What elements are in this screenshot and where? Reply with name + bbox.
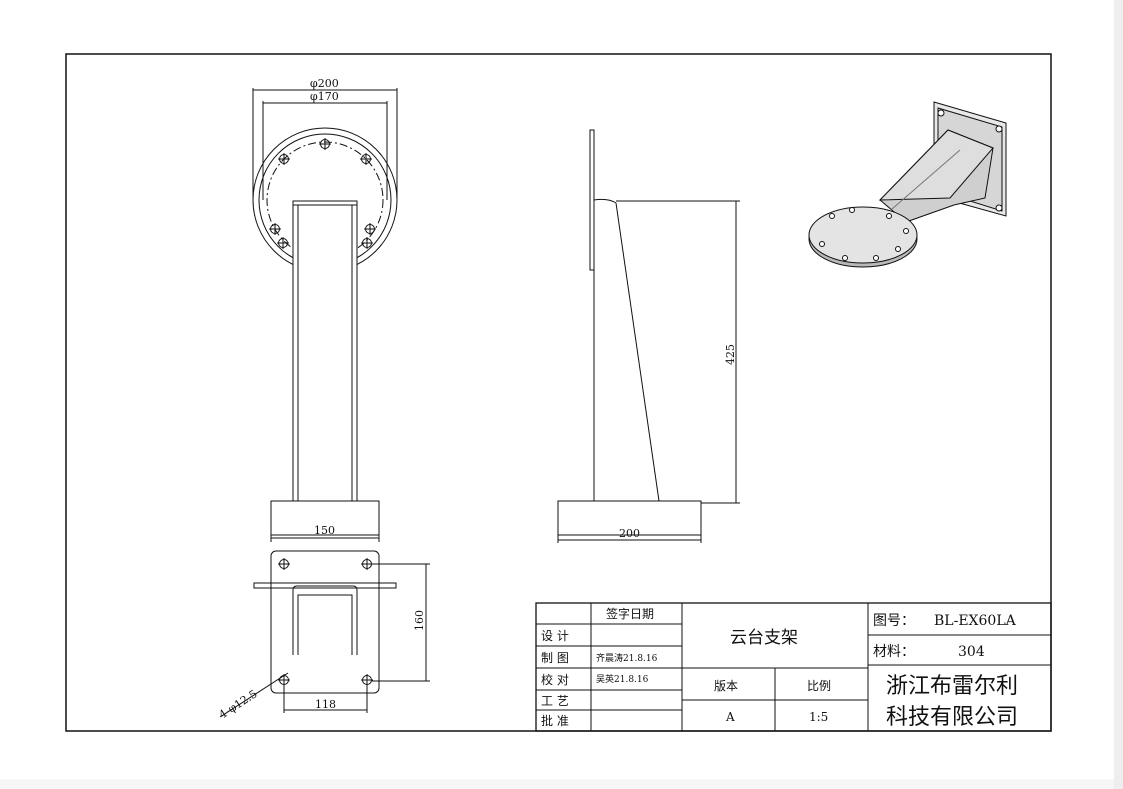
technical-drawing: φ200 φ170 150 425 200 bbox=[65, 53, 1052, 732]
version-label: 版本 bbox=[714, 679, 738, 693]
dim-hole-spacing-horizontal: 118 bbox=[315, 698, 336, 711]
u-bracket-outer bbox=[292, 585, 358, 655]
role-approve: 批 准 bbox=[541, 713, 569, 728]
header-sign-date: 签字日期 bbox=[606, 606, 654, 621]
isometric-view bbox=[808, 101, 1007, 268]
base-plate-front bbox=[270, 500, 380, 536]
sign-check: 吴英21.8.16 bbox=[596, 673, 649, 685]
material-value: 304 bbox=[958, 644, 985, 660]
post-outline bbox=[292, 200, 358, 502]
front-view bbox=[252, 88, 398, 542]
plate-view bbox=[219, 550, 430, 718]
dim-hole-callout: 4-φ12.5 bbox=[217, 687, 260, 721]
scale-label: 比例 bbox=[807, 679, 831, 693]
title-block bbox=[535, 602, 1052, 732]
sign-draft: 齐晨涛21.8.16 bbox=[596, 652, 658, 664]
mount-plate bbox=[270, 550, 380, 694]
part-name: 云台支架 bbox=[730, 628, 798, 648]
role-check: 校 对 bbox=[541, 672, 569, 687]
bolt-holes bbox=[269, 138, 376, 249]
iso-disc bbox=[808, 206, 918, 264]
version-value: A bbox=[725, 710, 735, 724]
wall-flange bbox=[589, 129, 595, 271]
dim-base-depth: 200 bbox=[619, 527, 640, 540]
company-name-line1: 浙江布雷尔利 bbox=[886, 674, 1018, 699]
scale-value: 1:5 bbox=[809, 710, 828, 724]
dim-base-width: 150 bbox=[314, 524, 335, 537]
cross-bar bbox=[253, 582, 397, 589]
u-bracket-inner bbox=[297, 594, 353, 655]
role-design: 设 计 bbox=[541, 629, 569, 643]
arm-profile bbox=[593, 198, 660, 502]
dim-outer-diameter: φ200 bbox=[310, 77, 339, 90]
drawing-number-label: 图号： bbox=[873, 613, 915, 629]
scrollbar-track[interactable] bbox=[1114, 0, 1123, 789]
role-process: 工 艺 bbox=[541, 694, 569, 708]
dim-hole-spacing-vertical: 160 bbox=[413, 610, 426, 631]
role-draft: 制 图 bbox=[541, 651, 569, 665]
dim-height: 425 bbox=[724, 344, 737, 365]
company-name-line2: 科技有限公司 bbox=[886, 705, 1018, 730]
material-label: 材料： bbox=[873, 644, 915, 660]
dim-bolt-circle: φ170 bbox=[310, 90, 339, 103]
base-plate-side bbox=[557, 500, 702, 536]
bottom-band bbox=[0, 779, 1114, 789]
side-view bbox=[557, 129, 740, 543]
drawing-number: BL-EX60LA bbox=[934, 613, 1017, 629]
